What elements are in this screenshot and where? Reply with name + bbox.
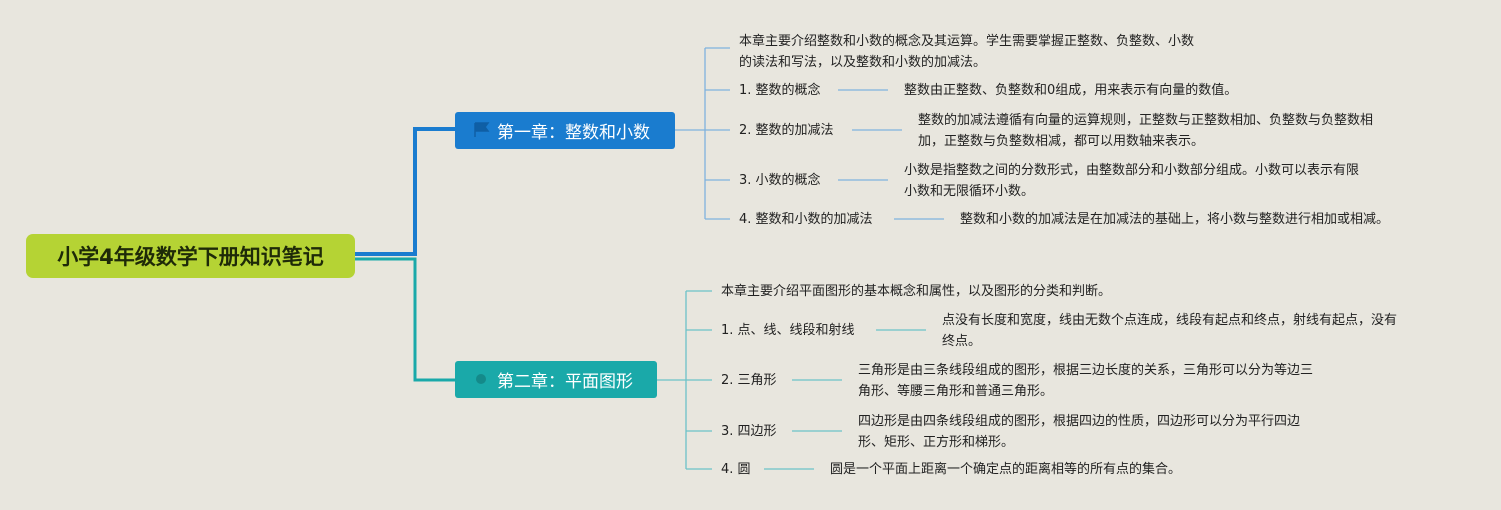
chapter1-item-desc: 整数和小数的加减法是在加减法的基础上，将小数与整数进行相加或相减。 [960, 209, 1389, 230]
chapter1-item-label[interactable]: 1. 整数的概念 [739, 83, 821, 98]
chapter2-title: 第二章：平面图形 [497, 372, 633, 392]
chapter1-intro-line: 本章主要介绍整数和小数的概念及其运算。学生需要掌握正整数、负整数、小数 [739, 34, 1195, 49]
root-to-chapter1-line [355, 127, 455, 256]
root-node[interactable]: 小学4年级数学下册知识笔记 [26, 234, 355, 278]
desc-line: 角形、等腰三角形和普通三角形。 [858, 384, 1054, 399]
chapter1-title: 第一章：整数和小数 [497, 123, 650, 143]
desc-line: 加，正整数与负整数相减，都可以用数轴来表示。 [918, 134, 1205, 149]
desc-line: 点没有长度和宽度，线由无数个点连成，线段有起点和终点，射线有起点，没有 [942, 313, 1398, 328]
chapter1-item-desc: 整数的加减法遵循有向量的运算规则，正整数与正整数相加、负整数与负整数相 加，正整… [918, 110, 1373, 152]
chapter1-node[interactable]: 第一章：整数和小数 [455, 112, 675, 149]
circle-icon [476, 374, 486, 384]
root-title: 小学4年级数学下册知识笔记 [57, 245, 324, 269]
desc-line: 小数和无限循环小数。 [904, 184, 1035, 199]
chapter1-item-label[interactable]: 4. 整数和小数的加减法 [739, 212, 873, 227]
desc-line: 整数和小数的加减法是在加减法的基础上，将小数与整数进行相加或相减。 [960, 212, 1390, 227]
chapter1-branches [675, 47, 944, 220]
chapter2-item-desc: 点没有长度和宽度，线由无数个点连成，线段有起点和终点，射线有起点，没有 终点。 [942, 310, 1397, 352]
chapter1-item-desc: 整数由正整数、负整数和0组成，用来表示有向量的数值。 [904, 80, 1237, 101]
desc-line: 形、矩形、正方形和梯形。 [858, 435, 1015, 450]
desc-line: 整数由正整数、负整数和0组成，用来表示有向量的数值。 [904, 83, 1238, 98]
chapter2-item-label[interactable]: 1. 点、线、线段和射线 [721, 323, 855, 338]
chapter2-intro: 本章主要介绍平面图形的基本概念和属性，以及图形的分类和判断。 [721, 284, 1112, 299]
chapter2-item-desc: 三角形是由三条线段组成的图形，根据三边长度的关系，三角形可以分为等边三 角形、等… [858, 360, 1313, 402]
desc-line: 三角形是由三条线段组成的图形，根据三边长度的关系，三角形可以分为等边三 [858, 363, 1314, 378]
desc-line: 终点。 [942, 334, 982, 349]
desc-line: 小数是指整数之间的分数形式，由整数部分和小数部分组成。小数可以表示有限 [904, 163, 1360, 178]
chapter2-branches [657, 290, 926, 470]
desc-line: 整数的加减法遵循有向量的运算规则，正整数与正整数相加、负整数与负整数相 [918, 113, 1374, 128]
chapter1-intro-line: 的读法和写法，以及整数和小数的加减法。 [739, 55, 987, 70]
chapter1-item-desc: 小数是指整数之间的分数形式，由整数部分和小数部分组成。小数可以表示有限 小数和无… [904, 160, 1359, 202]
chapter1-item-label[interactable]: 3. 小数的概念 [739, 173, 821, 188]
chapter2-item-label[interactable]: 4. 圆 [721, 462, 751, 477]
flag-icon [474, 122, 490, 137]
desc-line: 四边形是由四条线段组成的图形，根据四边的性质，四边形可以分为平行四边 [858, 414, 1301, 429]
chapter2-item-label[interactable]: 3. 四边形 [721, 424, 777, 439]
chapter1-intro: 本章主要介绍整数和小数的概念及其运算。学生需要掌握正整数、负整数、小数 的读法和… [739, 31, 1194, 73]
chapter1-item-label[interactable]: 2. 整数的加减法 [739, 123, 834, 138]
chapter2-item-label[interactable]: 2. 三角形 [721, 373, 777, 388]
chapter2-item-desc: 圆是一个平面上距离一个确定点的距离相等的所有点的集合。 [830, 459, 1181, 480]
root-to-chapter2-line [355, 257, 455, 382]
chapter2-item-desc: 四边形是由四条线段组成的图形，根据四边的性质，四边形可以分为平行四边 形、矩形、… [858, 411, 1300, 453]
desc-line: 圆是一个平面上距离一个确定点的距离相等的所有点的集合。 [830, 462, 1182, 477]
chapter2-node[interactable]: 第二章：平面图形 [455, 361, 657, 398]
